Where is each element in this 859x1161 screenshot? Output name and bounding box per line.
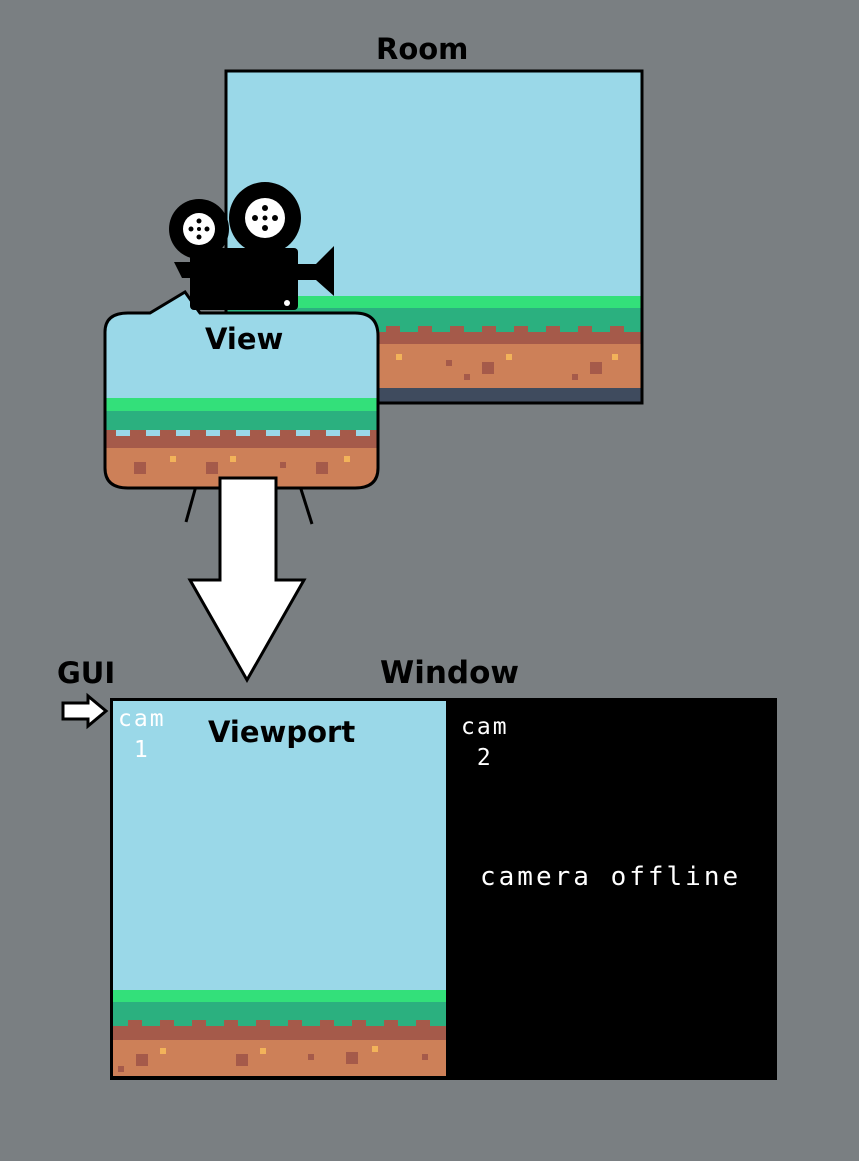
- cam2-label: cam 2: [461, 714, 509, 771]
- room-label: Room: [376, 32, 469, 66]
- cam1-label: cam 1: [118, 706, 166, 763]
- movie-camera-icon: [169, 182, 334, 310]
- camera-offline-text: camera offline: [480, 862, 742, 892]
- window-label: Window: [380, 655, 520, 691]
- view-frame: [103, 290, 380, 490]
- arrow-right-icon: [61, 692, 109, 730]
- view-label: View: [205, 322, 284, 356]
- viewport-cam1: [113, 701, 446, 1076]
- window-frame: [110, 698, 777, 1080]
- view-stand: [184, 485, 314, 525]
- viewport-label: Viewport: [208, 715, 356, 749]
- arrow-down-icon: [187, 476, 307, 684]
- gui-label: GUI: [57, 656, 116, 690]
